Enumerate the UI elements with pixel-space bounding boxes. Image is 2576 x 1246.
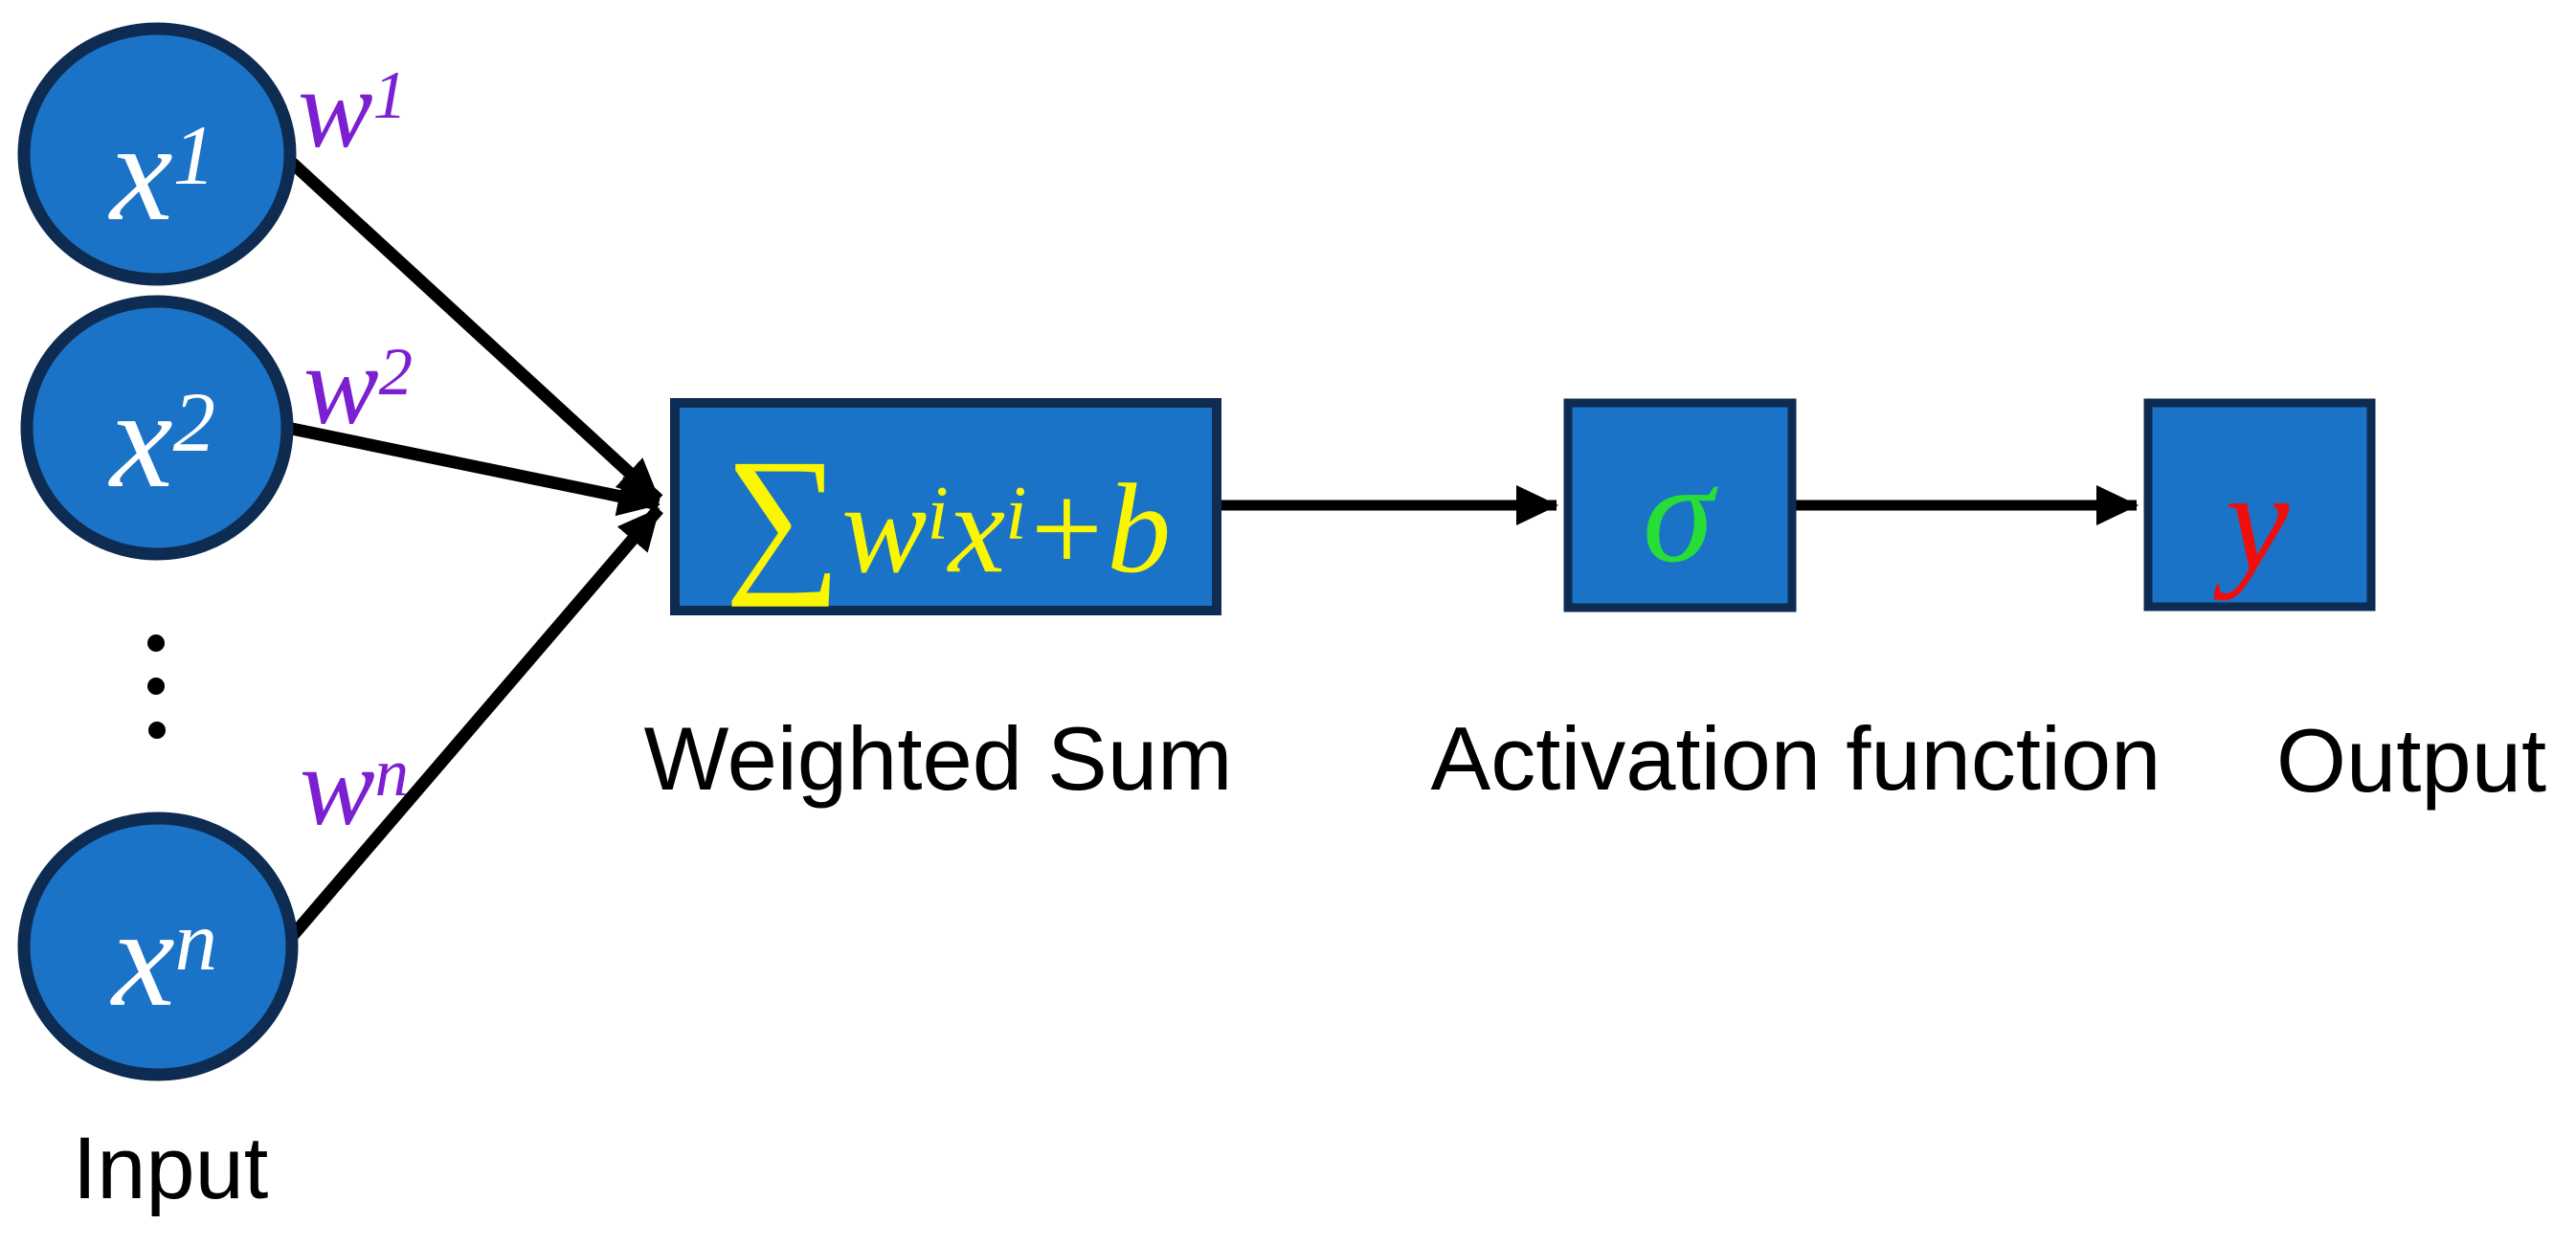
formula-w: w <box>841 457 928 600</box>
caption-input: Input <box>72 1120 269 1217</box>
ellipsis-dot <box>148 722 166 739</box>
formula-x: x <box>948 457 1006 600</box>
x1-base: x <box>109 94 173 251</box>
vertical-ellipsis <box>147 634 166 739</box>
weighted-sum-box <box>670 398 1221 615</box>
formula-bias: b <box>1107 457 1172 600</box>
sigma-operator: ∑ <box>724 426 842 609</box>
x2-superscript: 2 <box>172 375 216 470</box>
caption-output: Output <box>2275 710 2547 811</box>
x1-superscript: 1 <box>172 108 216 203</box>
input-node-circle-x2 <box>20 295 294 561</box>
w2-superscript: 2 <box>378 335 414 411</box>
weight-edge-x2 <box>285 421 661 517</box>
w2-base: w <box>302 323 379 448</box>
input-node-label-x1: x1 <box>110 101 215 243</box>
weight-label-wn: wn <box>300 730 409 843</box>
w1-base: w <box>297 46 373 171</box>
wn-superscript: n <box>374 736 410 812</box>
input-node-circle-xn <box>17 812 299 1081</box>
activation-box <box>1563 398 1797 612</box>
formula-x-superscript: i <box>1005 471 1027 557</box>
formula-plus-operator: + <box>1030 457 1104 600</box>
input-node-label-x2: x2 <box>110 368 215 510</box>
output-symbol: y <box>2225 442 2290 601</box>
weighted-sum-formula: ∑wixi+b <box>725 434 1172 600</box>
weight-label-w2: w2 <box>303 329 413 442</box>
xn-base: x <box>111 879 175 1036</box>
w1-superscript: 1 <box>372 58 408 134</box>
weight-edge-xn <box>284 504 663 945</box>
weight-edge-x1 <box>276 147 663 504</box>
input-node-label-xn: xn <box>112 887 217 1029</box>
formula-w-superscript: i <box>927 471 949 557</box>
ellipsis-dot <box>147 678 165 695</box>
input-node-circle-x1 <box>17 22 297 286</box>
output-box <box>2143 398 2376 612</box>
xn-superscript: n <box>174 894 218 989</box>
ellipsis-dot <box>147 634 165 652</box>
wn-base: w <box>299 723 375 849</box>
activation-symbol: σ <box>1643 434 1714 592</box>
caption-activation-function: Activation function <box>1430 708 2162 809</box>
x2-base: x <box>109 361 173 518</box>
weight-label-w1: w1 <box>298 53 407 166</box>
caption-weighted-sum: Weighted Sum <box>643 708 1233 809</box>
